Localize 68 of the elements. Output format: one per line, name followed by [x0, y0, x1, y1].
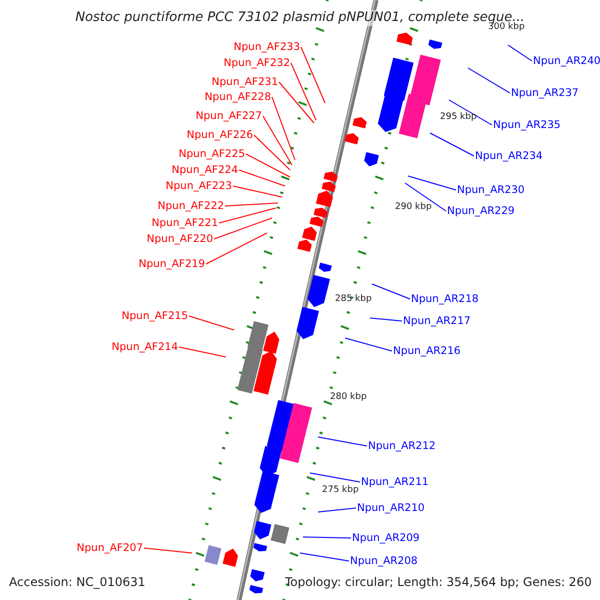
leader-line — [214, 218, 272, 240]
gene-label: Npun_AF207 — [76, 542, 143, 554]
gene-label: Npun_AR212 — [368, 440, 436, 452]
gene-label: Npun_AF233 — [234, 41, 300, 53]
leader-line — [278, 82, 314, 124]
footer-text: Accession: NC_010631 — [9, 576, 146, 589]
leader-line — [310, 472, 360, 482]
leader-line — [448, 100, 492, 126]
leader-line — [262, 116, 292, 166]
gene-label: Npun_AR230 — [457, 184, 525, 196]
leader-line — [408, 176, 456, 190]
leader-line — [254, 134, 290, 170]
gene-label: Npun_AR217 — [403, 315, 471, 327]
gene-label: Npun_AF232 — [224, 57, 290, 69]
leader-line — [188, 316, 234, 330]
gene-label: Npun_AF215 — [122, 310, 188, 322]
leader-line — [318, 508, 356, 512]
leader-line — [218, 208, 276, 224]
gene-label: Npun_AF223 — [166, 180, 232, 192]
gene-label: Npun_AR229 — [447, 205, 515, 217]
gene-label: Npun_AR210 — [357, 502, 425, 514]
leader-line — [370, 318, 402, 322]
gene-label: Npun_AR218 — [411, 293, 479, 305]
gene-label: Npun_AF224 — [172, 164, 238, 176]
leader-line — [508, 44, 532, 62]
gene-label: Npun_AR240 — [533, 55, 600, 67]
scale-label: 300 kbp — [488, 22, 525, 32]
leader-line — [430, 132, 474, 156]
leader-line — [344, 338, 392, 352]
gene-label: Npun_AF221 — [152, 217, 218, 229]
scale-label: 275 kbp — [322, 485, 359, 495]
gene-label: Npun_AF231 — [212, 76, 278, 88]
scale-label: 280 kbp — [330, 392, 367, 402]
gene-label: Npun_AF226 — [186, 129, 253, 141]
leader-line — [404, 182, 446, 212]
leader-line — [318, 436, 368, 446]
gene-label: Npun_AR211 — [361, 476, 429, 488]
leader-line — [232, 186, 282, 198]
gene-label: Npun_AF228 — [204, 91, 271, 103]
scale-label: 285 kbp — [335, 294, 372, 304]
leader-line — [300, 552, 350, 562]
leader-line — [178, 346, 226, 358]
leader-line — [144, 548, 192, 554]
gene-label: Npun_AF214 — [112, 341, 178, 353]
leader-line — [224, 202, 278, 206]
gene-label: Npun_AF222 — [158, 200, 224, 212]
gene-label: Npun_AF227 — [196, 110, 262, 122]
leader-line — [238, 170, 286, 186]
leader-line — [302, 536, 352, 538]
gene-label: Npun_AR216 — [393, 345, 461, 357]
gene-label: Npun_AF225 — [178, 148, 245, 160]
gene-label: Npun_AR208 — [350, 555, 418, 567]
gene-label: Npun_AF220 — [146, 233, 213, 245]
leader-line — [206, 232, 268, 264]
leader-line — [246, 154, 290, 178]
scale-label: 290 kbp — [395, 202, 432, 212]
leader-line — [468, 68, 510, 94]
leader-line — [290, 62, 316, 120]
gene-label: Npun_AR209 — [352, 532, 420, 544]
leader-line — [272, 96, 296, 160]
leader-line — [372, 284, 410, 300]
gene-label: Npun_AR234 — [475, 150, 543, 162]
footer-text: Topology: circular; Length: 354,564 bp; Genes: 260 — [285, 576, 592, 589]
scale-label: 295 kbp — [440, 112, 477, 122]
leader-line — [300, 46, 326, 104]
gene-label: Npun_AR237 — [511, 87, 579, 99]
gene-label: Npun_AF219 — [138, 258, 205, 270]
gene-label: Npun_AR235 — [493, 119, 561, 131]
